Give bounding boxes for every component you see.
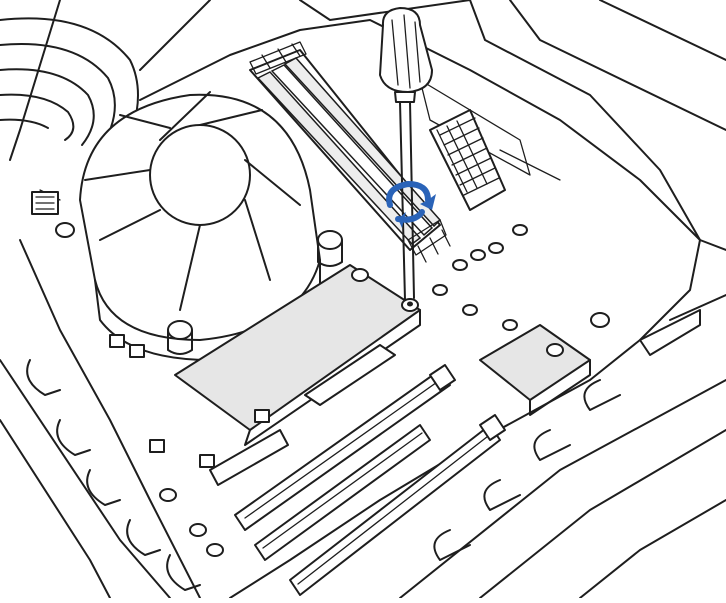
front-panel-cutouts — [433, 294, 726, 561]
standoffs — [55, 222, 610, 357]
screwdriver — [379, 7, 433, 301]
small-components — [31, 191, 518, 557]
dimm-slots — [249, 41, 451, 263]
heatsinks — [174, 264, 591, 446]
atx-power-connector — [429, 109, 506, 211]
cpu-cooler — [79, 91, 321, 361]
rear-slot-brackets — [26, 359, 201, 591]
pcie-slots — [209, 364, 506, 596]
mounting-screw — [401, 298, 419, 312]
clockwise-rotation-arrow-icon — [386, 180, 436, 228]
